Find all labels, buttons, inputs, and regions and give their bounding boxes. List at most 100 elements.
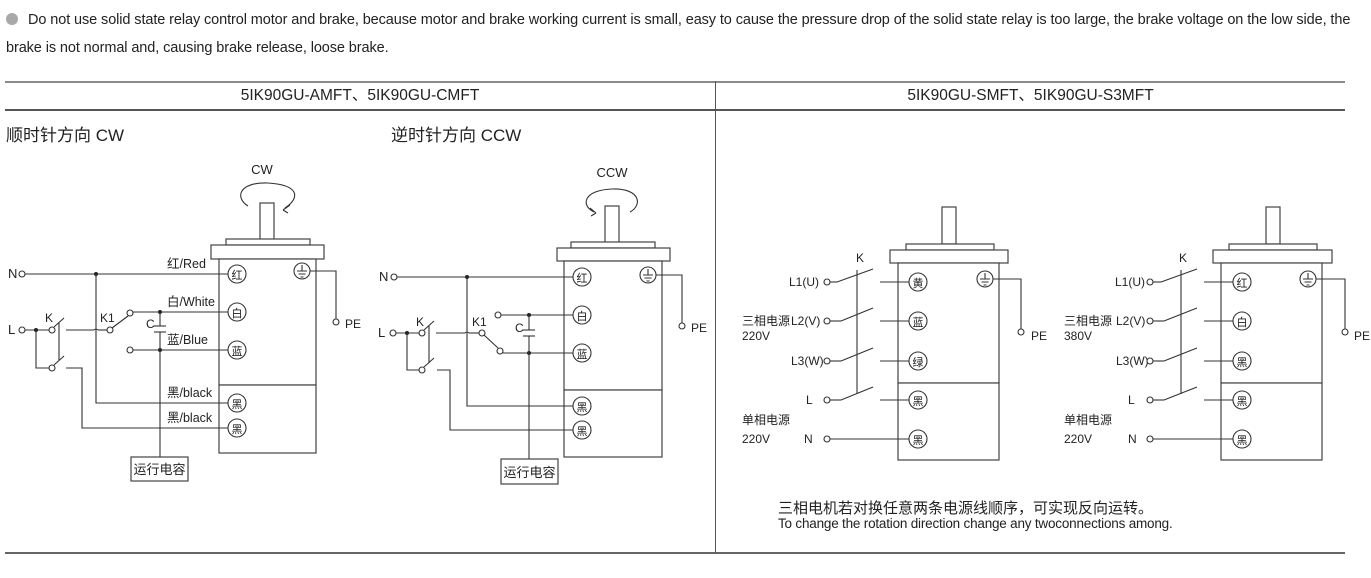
bullet-icon [6,13,18,25]
tp380-terminal-black-2: 黑 [1232,390,1252,410]
ccw-run-capacitor-box [500,458,559,485]
tp220-motor-shaft [941,206,957,245]
tp380-terminal-black-1: 黑 [1232,351,1252,371]
ccw-c-label: C [515,321,524,335]
three-phase-220v-diagram: K L1(U) 三相电源 L2(V) 220V L3(W) L 单相电源 220… [742,206,1047,461]
tp380-l2-label: L2(V) [1116,314,1145,328]
warning-note-text: Do not use solid state relay control mot… [6,12,1351,56]
table-column-divider [715,81,716,553]
tp380-k-label: K [1179,251,1187,265]
tp220-l3-label: L3(W) [791,354,824,368]
svg-text:黑: 黑 [1237,356,1248,369]
cw-ground-terminal-icon [293,262,311,280]
cw-n-terminal [18,270,26,278]
tp220-voltage-label: 220V [742,329,770,343]
ccw-motor-collar [570,241,656,249]
cw-terminal-blue: 蓝 [227,340,247,360]
ccw-terminal-white: 白 [572,305,592,325]
ccw-run-capacitor-label: 运行电容 [503,465,555,480]
table-header-divider [5,109,1345,111]
cw-rotation-label: CW [251,162,273,177]
cw-terminal-black-2: 黑 [227,418,247,438]
ccw-n-label: N [379,269,388,284]
cw-k1-label: K1 [100,311,115,325]
ccw-direction-title: 逆时针方向 CCW [391,126,522,145]
tp380-l3-label: L3(W) [1116,354,1149,368]
cw-terminal-white: 白 [227,302,247,322]
right-column-header: 5IK90GU-SMFT、5IK90GU-S3MFT [907,87,1154,104]
tp220-terminal-yellow: 黄 [908,272,928,292]
cw-wiring-diagram: CW N 红/Red 红 白 蓝 黑 黑 PE L K [8,162,361,482]
tp220-l-label: L [806,393,813,407]
tp380-pe-label: PE [1354,329,1370,343]
svg-text:黑: 黑 [1237,434,1248,447]
cw-wire-white-label: 白/White [167,294,215,309]
cw-c-label: C [146,317,155,331]
tp380-single-source-label: 单相电源 [1064,413,1112,427]
footnote-english: To change the rotation direction change … [778,516,1173,531]
tp220-terminal-black-2: 黑 [908,429,928,449]
cw-pe-label: PE [345,317,361,331]
tp380-single-voltage-label: 220V [1064,432,1092,446]
ccw-k1-label: K1 [472,315,487,329]
svg-text:黑: 黑 [913,434,924,447]
cw-arrowhead-icon [282,204,291,214]
ccw-k-label: K [416,315,424,329]
tp380-voltage-label: 380V [1064,329,1092,343]
ccw-l-label: L [378,325,385,340]
cw-motor-collar [225,238,311,246]
tp220-source-label: 三相电源 [742,314,790,328]
tp380-n-label: N [1128,432,1137,446]
tp380-terminal-black-3: 黑 [1232,429,1252,449]
cw-wire-black-2-label: 黑/black [167,411,213,425]
tp220-terminal-green: 绿 [908,351,928,371]
cw-rotation-arrow-icon [240,182,296,209]
tp220-l2-label: L2(V) [791,314,820,328]
cw-wire-red-label: 红/Red [167,256,206,271]
tp220-l1-label: L1(U) [789,275,819,289]
ccw-rotation-arrow-icon [585,188,638,213]
svg-text:红: 红 [1237,277,1248,290]
svg-text:蓝: 蓝 [913,316,924,329]
svg-text:黑: 黑 [913,395,924,408]
tp380-motor-shaft [1265,206,1281,245]
svg-text:黑: 黑 [232,398,243,411]
svg-text:白: 白 [1237,315,1248,329]
cw-run-capacitor-label: 运行电容 [133,462,185,477]
tp380-l1-label: L1(U) [1115,275,1145,289]
ccw-motor-shaft [604,205,620,244]
ccw-pe-label: PE [691,321,707,335]
cw-wire-black-1-label: 黑/black [167,386,213,400]
tp220-terminal-blue: 蓝 [908,311,928,331]
tp380-terminal-white: 白 [1232,311,1252,331]
cw-run-capacitor-box [130,456,189,482]
ccw-arrowhead-icon [589,207,597,217]
ccw-ground-terminal-icon [639,266,657,284]
svg-text:黑: 黑 [1237,395,1248,408]
svg-text:蓝: 蓝 [577,348,588,361]
cw-motor-shaft [259,202,275,241]
cw-l-label: L [8,322,15,337]
tp380-motor-flange [1212,249,1333,264]
cw-terminal-black-1: 黑 [227,393,247,413]
tp380-l-label: L [1128,393,1135,407]
tp220-motor-collar [905,243,995,251]
svg-text:红: 红 [577,272,588,285]
ccw-motor-flange [556,247,671,262]
cw-k-label: K [45,311,53,325]
tp220-pe-label: PE [1031,329,1047,343]
svg-text:黑: 黑 [232,423,243,436]
cw-n-label: N [8,266,17,281]
footnote-chinese: 三相电机若对换任意两条电源线顺序，可实现反向运转。 [778,500,1154,517]
tp220-single-voltage-label: 220V [742,432,770,446]
table-bottom-border [5,552,1345,554]
tp380-source-label: 三相电源 [1064,314,1112,328]
cw-motor-flange [210,244,325,260]
ccw-terminal-black-2: 黑 [572,420,592,440]
cw-wire-blue-label: 蓝/Blue [167,333,208,347]
tp380-terminal-red: 红 [1232,272,1252,292]
svg-text:黑: 黑 [577,401,588,414]
cw-terminal-red: 红 [227,264,247,284]
svg-text:白: 白 [577,309,588,323]
